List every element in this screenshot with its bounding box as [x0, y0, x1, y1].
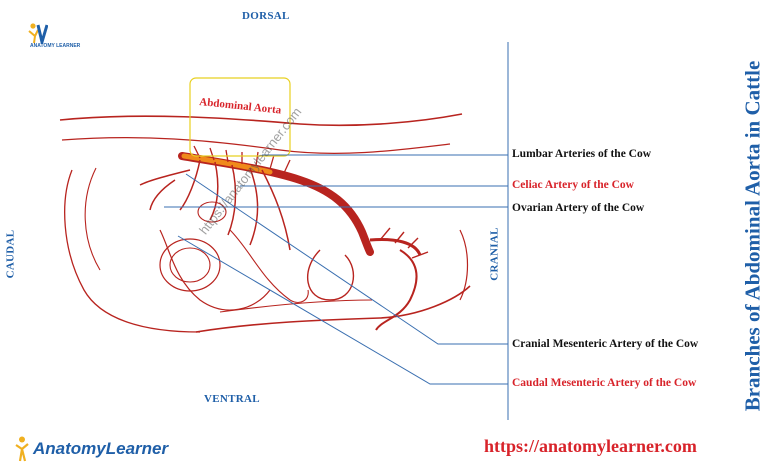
website-link[interactable]: https://anatomylearner.com — [484, 436, 697, 456]
anatomy-figure-icon — [28, 23, 48, 44]
cranial-mesenteric-artery-label: Cranial Mesenteric Artery of the Cow — [512, 338, 699, 350]
pelvic-loop-2 — [84, 167, 101, 271]
anatomy-figure-icon — [15, 436, 29, 462]
coil-3 — [197, 201, 227, 223]
aorta-label-box — [189, 77, 291, 157]
cranial-branches — [379, 227, 429, 259]
caudal-mesenteric-artery-label: Caudal Mesenteric Artery of the Cow — [512, 377, 697, 389]
diagram-title-text: Branches of Abdominal Aorta in Cattle — [740, 60, 765, 412]
cranial-loop-2 — [459, 229, 469, 301]
pelvic-loop — [64, 169, 201, 333]
ventral-label: VENTRAL — [204, 393, 260, 405]
caudal-label: CAUDAL — [4, 229, 17, 279]
cranial-vessel — [375, 249, 418, 331]
brand-name: AnatomyLearner — [33, 439, 169, 458]
aorta-trunk — [178, 152, 374, 256]
lumbar-arteries-label: Lumbar Arteries of the Cow — [512, 148, 652, 160]
brand-logo[interactable]: AnatomyLearner — [14, 436, 168, 462]
cranial-vessel-2 — [369, 238, 422, 256]
coil-4 — [159, 229, 271, 311]
celiac-artery-label: Celiac Artery of the Cow — [512, 179, 634, 191]
dorsal-outline — [59, 113, 463, 127]
ventral-outline — [195, 285, 471, 333]
cranial-label: CRANIAL — [488, 227, 501, 281]
cranial-loop — [306, 249, 355, 301]
coil-1 — [159, 238, 221, 292]
coil-2 — [169, 247, 211, 283]
logo-small-text: ANATOMY LEARNER — [30, 43, 81, 49]
dorsal-label: DORSAL — [242, 10, 290, 22]
dorsal-outline-inner — [61, 137, 451, 154]
leader-lines — [164, 154, 508, 385]
coil-5 — [229, 229, 309, 303]
ovarian-artery-label: Ovarian Artery of the Cow — [512, 202, 645, 214]
